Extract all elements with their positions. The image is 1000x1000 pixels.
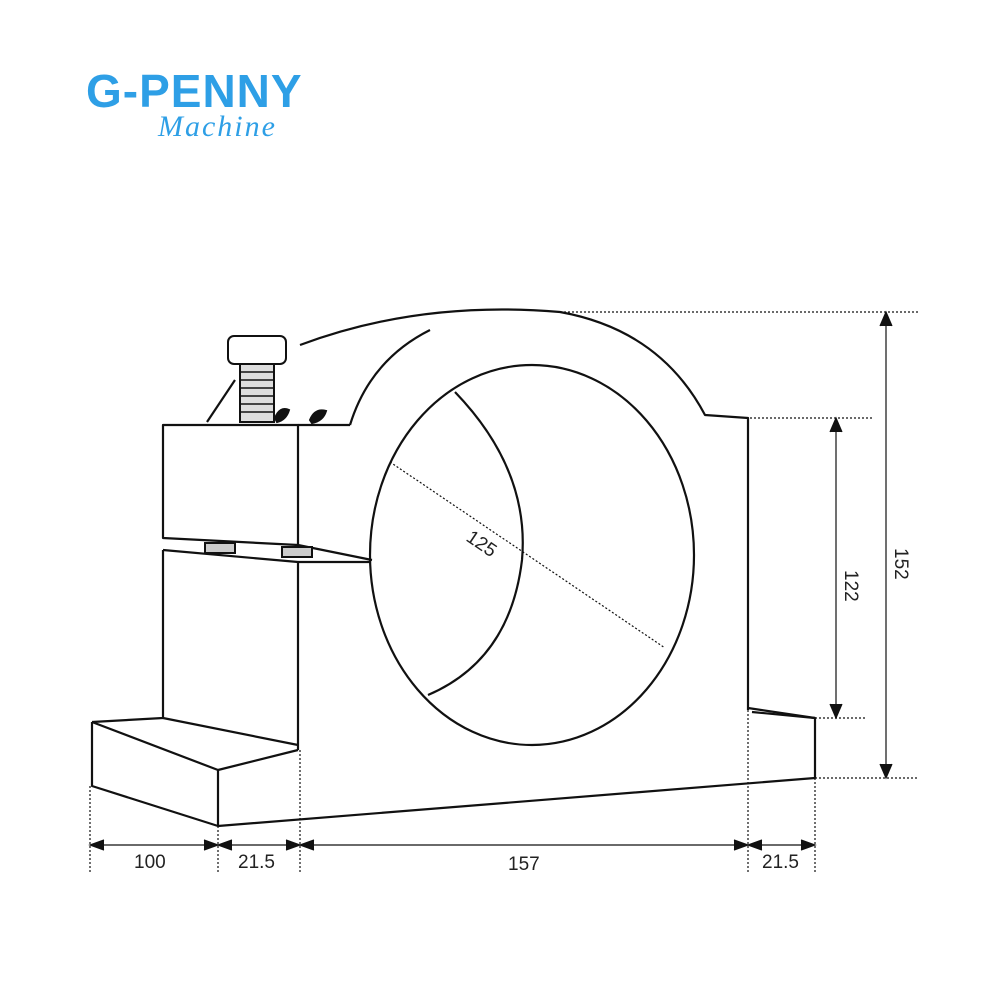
clamp-outline (90, 308, 817, 828)
bolt-icon (204, 335, 328, 558)
body-width-label: 157 (508, 854, 540, 875)
logo-brand: G-PENNY (86, 65, 303, 117)
right-flange-label: 21.5 (762, 852, 799, 873)
left-flange-label: 21.5 (238, 852, 275, 873)
left-foot-width-label: 100 (134, 852, 166, 873)
logo-subtitle: Machine (158, 110, 277, 143)
dimension-lines (88, 310, 918, 872)
center-height-label: 122 (840, 570, 861, 602)
total-height-label: 152 (890, 548, 911, 580)
